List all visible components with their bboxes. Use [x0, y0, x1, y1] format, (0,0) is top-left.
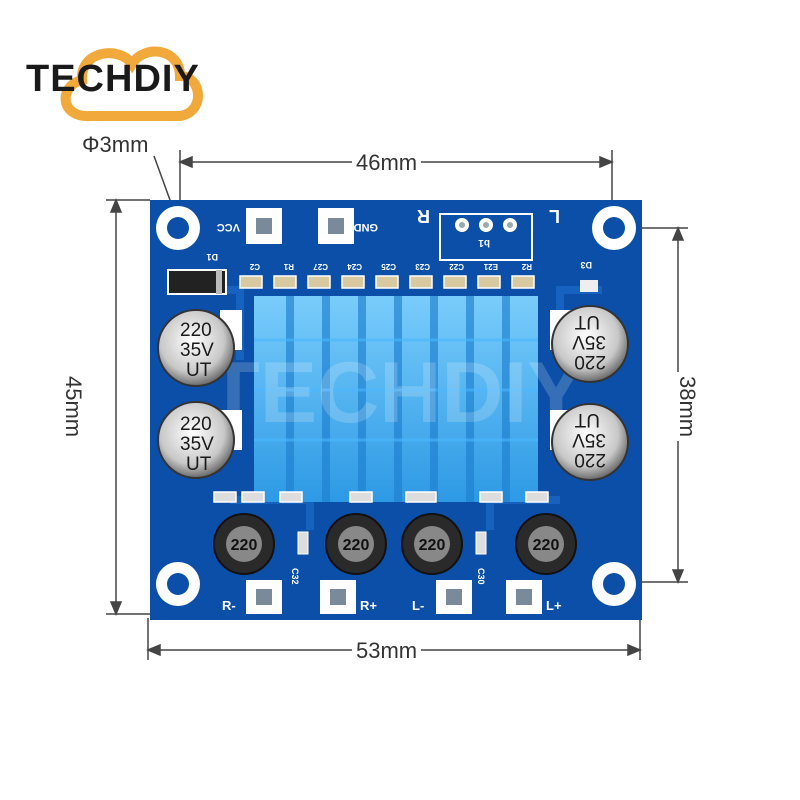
- svg-text:UT: UT: [574, 409, 600, 430]
- hole-spacing-label: 46mm: [352, 150, 422, 176]
- smd-part-label: R1: [283, 262, 294, 271]
- smd-part-label: C2: [249, 262, 260, 271]
- output-l-plus: L+: [546, 598, 562, 613]
- svg-text:220: 220: [343, 537, 370, 554]
- smd-part: [273, 275, 297, 289]
- board-width-label: 53mm: [352, 638, 422, 664]
- inductor-2: 220: [325, 513, 387, 575]
- amplifier-board: VCC GND R L b1 D1 D3 C2 R1 C27 C24 C25 C23 C22…: [150, 200, 642, 620]
- led-d3: [580, 280, 598, 292]
- brand-name: TECHDIY: [26, 58, 200, 100]
- output-r-plus: R+: [360, 598, 377, 613]
- input-header: [439, 213, 533, 261]
- smd-part-label: C24: [347, 262, 362, 271]
- c30-label: C30: [476, 568, 486, 585]
- svg-text:UT: UT: [186, 454, 212, 475]
- hole-vertical-label: 38mm: [674, 372, 700, 442]
- right-channel-label: R: [417, 206, 430, 226]
- output-l-minus: L-: [412, 598, 424, 613]
- pot-label: b1: [478, 237, 490, 248]
- inductors: 220 220 220 220: [213, 513, 577, 575]
- svg-text:220: 220: [419, 537, 446, 554]
- svg-text:35V: 35V: [180, 340, 214, 361]
- svg-text:35V: 35V: [572, 429, 606, 450]
- capacitor-top-right: 220 35V UT: [550, 305, 629, 383]
- inductor-4: 220: [515, 513, 577, 575]
- smd-part-label: C23: [415, 262, 430, 271]
- smd-part: [341, 275, 365, 289]
- smd-part: [375, 275, 399, 289]
- capacitor-bottom-right: 220 35V UT: [550, 403, 629, 481]
- smd-part-label: C22: [449, 262, 464, 271]
- hole-diameter-label: Φ3mm: [82, 132, 149, 157]
- smd-part-label: E21: [483, 262, 498, 271]
- output-pads: [246, 580, 542, 614]
- svg-text:35V: 35V: [572, 331, 606, 352]
- gnd-label: GND: [354, 221, 379, 233]
- svg-text:220: 220: [180, 320, 212, 341]
- svg-text:220: 220: [574, 351, 606, 372]
- svg-text:UT: UT: [574, 311, 600, 332]
- svg-text:220: 220: [231, 537, 258, 554]
- vcc-label: VCC: [217, 221, 240, 233]
- inductor-3: 220: [401, 513, 463, 575]
- smd-part-label: R2: [521, 262, 532, 271]
- svg-text:220: 220: [180, 414, 212, 435]
- left-channel-label: L: [549, 206, 560, 226]
- mounting-holes: [156, 206, 636, 606]
- capacitor-bottom-left: 220 35V UT: [157, 401, 242, 479]
- smd-part-label: C25: [381, 262, 396, 271]
- smd-part-label: C27: [313, 262, 328, 271]
- svg-text:220: 220: [533, 537, 560, 554]
- smd-part: [477, 275, 501, 289]
- smd-parts-top: C2 R1 C27 C24 C25 C23 C22 E21 R2: [239, 262, 535, 289]
- cloud-logo-icon: [60, 46, 203, 122]
- svg-text:UT: UT: [186, 360, 212, 381]
- brand-logo: [60, 46, 203, 122]
- svg-text:35V: 35V: [180, 434, 214, 455]
- capacitor-top-left: 220 35V UT: [157, 309, 242, 387]
- board-height-label: 45mm: [60, 372, 86, 442]
- heatsink: [254, 296, 538, 502]
- smd-part: [511, 275, 535, 289]
- diode3-label: D3: [580, 260, 592, 270]
- c32-label: C32: [290, 568, 300, 585]
- svg-text:220: 220: [574, 449, 606, 470]
- watermark-text: TECHDIY: [207, 345, 584, 441]
- inductor-1: 220: [213, 513, 275, 575]
- smd-part: [409, 275, 433, 289]
- output-r-minus: R-: [222, 598, 236, 613]
- smd-part: [307, 275, 331, 289]
- diode-label: D1: [206, 252, 218, 262]
- smd-part: [239, 275, 263, 289]
- smd-part: [443, 275, 467, 289]
